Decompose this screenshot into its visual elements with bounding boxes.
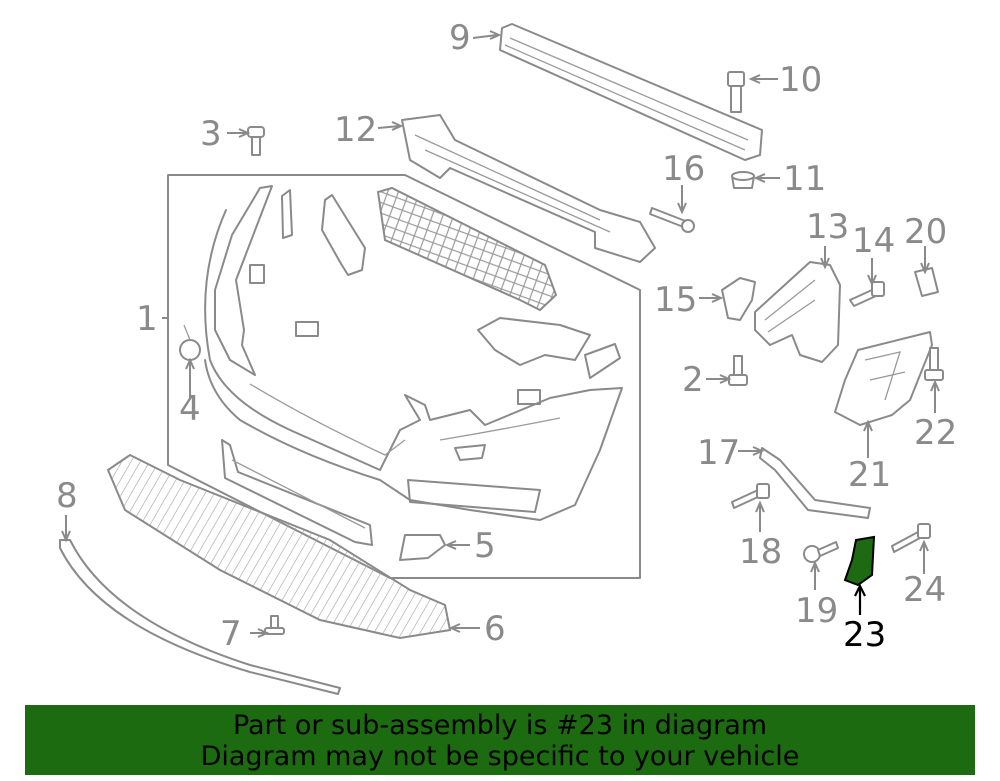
- callout-9: 9: [449, 18, 471, 58]
- callout-24: 24: [903, 570, 946, 610]
- part-10-bolt[interactable]: [727, 71, 745, 113]
- callout-22: 22: [914, 413, 957, 453]
- callout-15: 15: [654, 280, 697, 320]
- callout-2: 2: [682, 360, 704, 400]
- info-banner: Part or sub-assembly is #23 in diagram D…: [25, 705, 975, 775]
- part-7-clip[interactable]: [264, 615, 285, 635]
- banner-line-1: Part or sub-assembly is #23 in diagram: [232, 710, 768, 741]
- part-17-strip-bracket[interactable]: [759, 447, 871, 519]
- part-3-screw[interactable]: [247, 126, 265, 156]
- callout-17: 17: [697, 433, 740, 473]
- callout-10: 10: [779, 60, 822, 100]
- part-13-bracket[interactable]: [754, 261, 841, 363]
- part-9-reinforcement-bar[interactable]: [499, 23, 763, 161]
- callout-19: 19: [795, 591, 838, 631]
- callout-12: 12: [334, 110, 377, 150]
- part-16-push-pin[interactable]: [649, 207, 695, 233]
- callout-16: 16: [662, 149, 705, 189]
- part-22-bolt[interactable]: [924, 347, 944, 381]
- part-14-bolt[interactable]: [849, 281, 885, 307]
- part-20-clip[interactable]: [914, 267, 939, 297]
- callout-14: 14: [852, 221, 895, 261]
- callout-20: 20: [904, 212, 947, 252]
- part-6-undertray[interactable]: [106, 453, 452, 640]
- part-1-lower-strip[interactable]: [221, 439, 373, 546]
- part-19-screw[interactable]: [803, 541, 839, 563]
- callout-23: 23: [843, 615, 886, 655]
- part-18-push-pin[interactable]: [731, 483, 770, 509]
- bumper-assembly-outline: [167, 174, 641, 579]
- callout-21: 21: [848, 455, 891, 495]
- part-23-highlighted[interactable]: [843, 535, 876, 587]
- callout-7: 7: [220, 614, 242, 654]
- leader-lines: [61, 30, 940, 638]
- part-1-grille[interactable]: [376, 186, 558, 312]
- callout-4: 4: [179, 389, 201, 429]
- part-5-cover[interactable]: [399, 534, 446, 561]
- part-4-sensor[interactable]: [179, 324, 201, 361]
- callout-6: 6: [484, 609, 506, 649]
- callout-8: 8: [56, 476, 78, 516]
- part-2-bolt[interactable]: [728, 355, 748, 386]
- part-12-energy-absorber[interactable]: [401, 114, 656, 263]
- part-24-push-pin[interactable]: [891, 523, 931, 553]
- callout-5: 5: [474, 526, 496, 566]
- callout-11: 11: [783, 159, 826, 199]
- callout-1: 1: [136, 299, 158, 339]
- banner-line-2: Diagram may not be specific to your vehi…: [200, 741, 800, 772]
- part-15-bracket[interactable]: [721, 277, 756, 321]
- callout-3: 3: [200, 114, 222, 154]
- part-11-nut[interactable]: [731, 171, 755, 189]
- part-1-bumper-cover[interactable]: [204, 185, 623, 521]
- part-8-trim-strip[interactable]: [59, 539, 341, 695]
- part-21-side-bracket[interactable]: [834, 331, 933, 426]
- callout-18: 18: [739, 532, 782, 572]
- callout-13: 13: [806, 207, 849, 247]
